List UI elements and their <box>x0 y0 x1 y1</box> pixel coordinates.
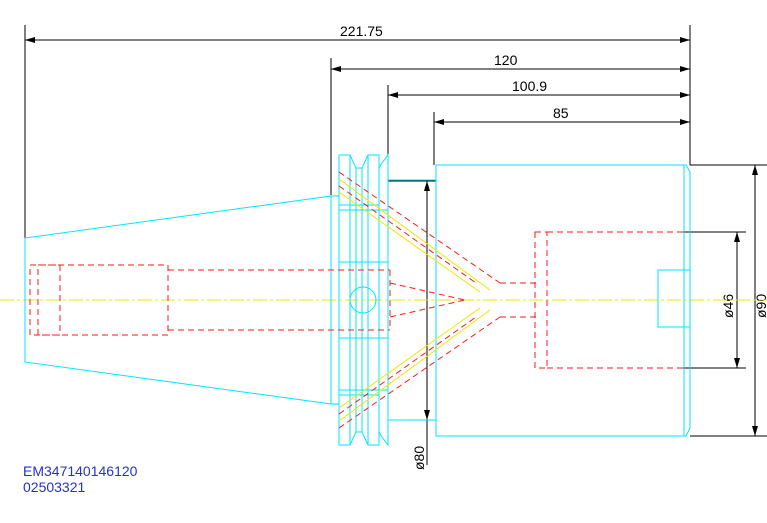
dimension-100-9: 100.9 <box>387 78 690 155</box>
flange <box>331 153 436 447</box>
dim-text-120: 120 <box>494 52 518 68</box>
dimension-overall: 221.75 <box>24 23 691 238</box>
part-code: EM347140146120 <box>23 463 138 479</box>
part-serial: 02503321 <box>23 479 86 495</box>
dim-text-dia-80: ø80 <box>411 446 427 470</box>
dim-text-dia-90: ø90 <box>753 294 767 318</box>
dim-text-100-9: 100.9 <box>512 78 547 94</box>
dim-text-85: 85 <box>553 105 569 121</box>
taper-shank <box>24 195 332 405</box>
drive-key-hole <box>349 286 377 314</box>
dimension-85: 85 <box>433 105 690 165</box>
dim-text-overall: 221.75 <box>340 23 383 39</box>
holder-body <box>435 164 691 437</box>
coolant-channel-centerlines <box>338 178 491 422</box>
dim-text-dia-46: ø46 <box>720 294 736 318</box>
bore-slot <box>657 269 691 328</box>
dimension-dia-80: ø80 <box>388 180 436 470</box>
hidden-lines <box>29 171 683 429</box>
dimension-120: 120 <box>330 52 690 195</box>
